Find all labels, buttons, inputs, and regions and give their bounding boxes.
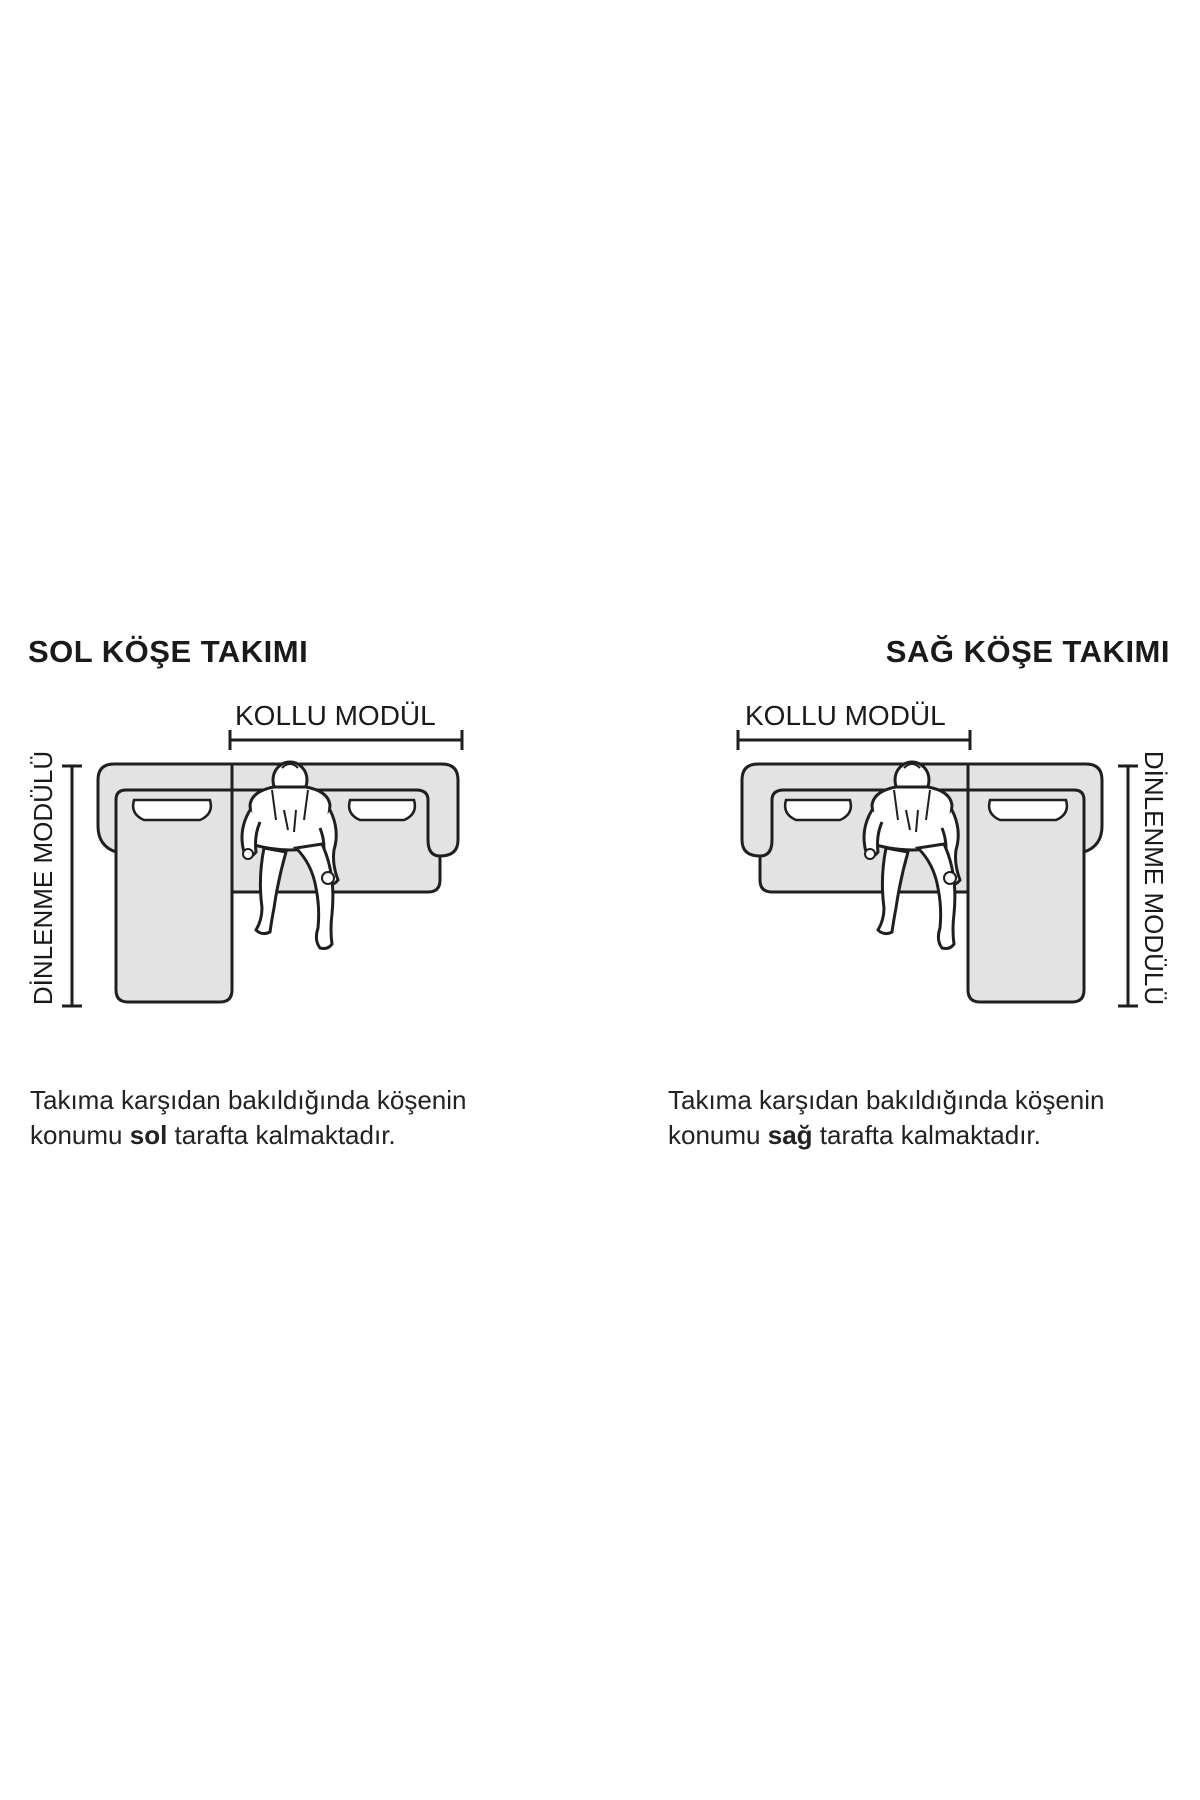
right-dinlenme-modulu-label: DİNLENME MODÜLÜ (1139, 750, 1169, 1006)
right-caption: Takıma karşıdan bakıldığında köşenin kon… (668, 1083, 1198, 1153)
right-set-title: SAĞ KÖŞE TAKIMI (885, 634, 1170, 669)
right-sofa-icon (736, 730, 1138, 1008)
left-caption-prefix: konumu (30, 1120, 123, 1150)
right-caption-bold: sağ (767, 1120, 813, 1150)
right-kollu-modul-label: KOLLU MODÜL (745, 700, 946, 731)
right-caption-prefix: konumu (668, 1120, 761, 1150)
right-caption-line1: Takıma karşıdan bakıldığında köşenin (668, 1085, 1105, 1115)
dimension-line-icon (62, 730, 464, 1008)
left-caption-bold: sol (129, 1120, 168, 1150)
left-caption-line1: Takıma karşıdan bakıldığında köşenin (30, 1085, 467, 1115)
right-caption-suffix: tarafta kalmaktadır. (819, 1120, 1041, 1150)
dimension-line-icon (736, 730, 1138, 1008)
left-set-title: SOL KÖŞE TAKIMI (28, 634, 309, 669)
left-dinlenme-modulu-label: DİNLENME MODÜLÜ (28, 750, 58, 1006)
left-caption-suffix: tarafta kalmaktadır. (174, 1120, 396, 1150)
left-sofa-icon (62, 730, 464, 1008)
left-caption: Takıma karşıdan bakıldığında köşenin kon… (30, 1083, 550, 1153)
left-kollu-modul-label: KOLLU MODÜL (235, 700, 436, 731)
